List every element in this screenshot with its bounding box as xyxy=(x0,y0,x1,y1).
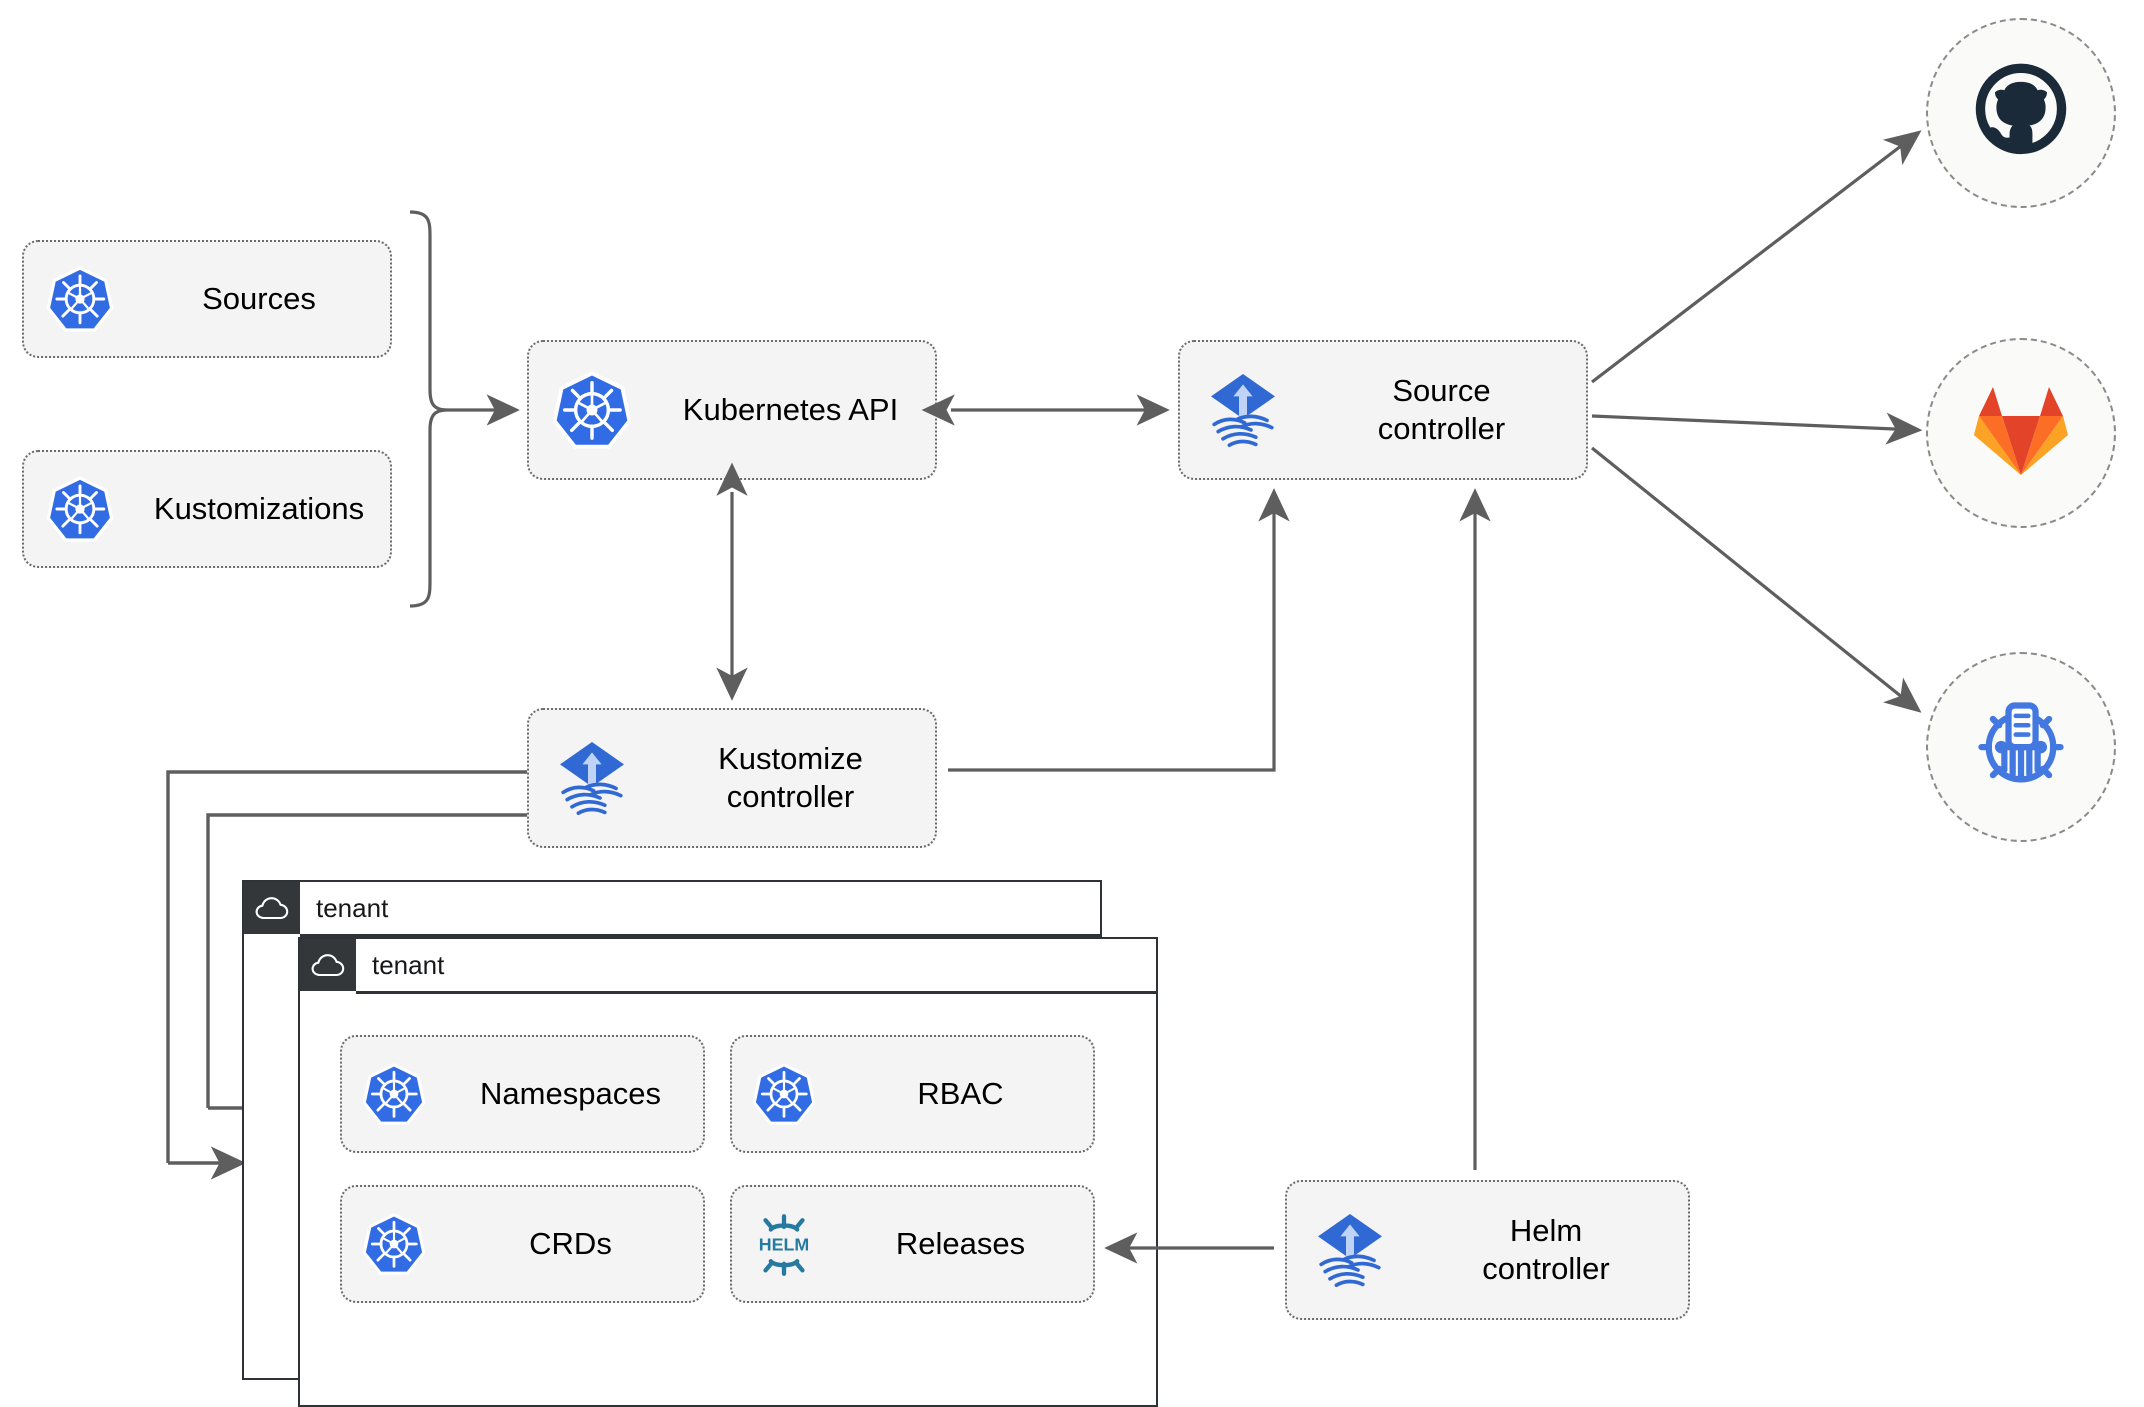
bracket-sources-kustomizations xyxy=(409,210,448,608)
node-sources[interactable]: Sources xyxy=(22,240,392,358)
node-label: Helm controller xyxy=(1482,1213,1610,1286)
tenant-label-inner: tenant xyxy=(372,949,445,980)
helm-icon: HELM xyxy=(732,1211,836,1277)
github-icon xyxy=(1969,59,2073,168)
node-label: Sources xyxy=(202,281,316,317)
tenant-label-outer: tenant xyxy=(316,892,389,923)
node-releases[interactable]: HELM Releases xyxy=(730,1185,1095,1303)
node-label: CRDs xyxy=(529,1226,612,1262)
node-kustomize-controller[interactable]: Kustomize controller xyxy=(527,708,937,848)
kubernetes-icon xyxy=(529,371,654,449)
node-namespaces[interactable]: Namespaces xyxy=(340,1035,705,1153)
node-crds[interactable]: CRDs xyxy=(340,1185,705,1303)
edge-source-controller-to-gitlab xyxy=(1591,412,1923,445)
cloud-icon xyxy=(244,882,300,934)
node-label: Namespaces xyxy=(480,1076,661,1112)
flux-icon xyxy=(1180,370,1305,450)
node-label: Kubernetes API xyxy=(682,392,899,428)
kubernetes-icon xyxy=(342,1213,446,1275)
flux-icon xyxy=(1287,1210,1412,1290)
node-label: RBAC xyxy=(917,1076,1004,1112)
node-label: Releases xyxy=(895,1226,1026,1262)
svg-text:HELM: HELM xyxy=(759,1235,809,1255)
tenant-header-divider xyxy=(300,934,1102,937)
tenant-header-inner: tenant xyxy=(300,939,444,991)
external-service-gitlab[interactable] xyxy=(1926,338,2116,528)
node-label: Kustomizations xyxy=(153,491,365,527)
node-kustomizations[interactable]: Kustomizations xyxy=(22,450,392,568)
node-label: Kustomize controller xyxy=(718,741,863,814)
tenant-header-divider xyxy=(356,991,1158,994)
kubernetes-icon xyxy=(24,476,136,542)
kubernetes-icon xyxy=(732,1063,836,1125)
node-source-controller[interactable]: Source controller xyxy=(1178,340,1588,480)
tenant-header-outer: tenant xyxy=(244,882,388,934)
tenant-container-inner: tenant xyxy=(298,937,1158,1407)
gitlab-icon xyxy=(1971,383,2071,484)
external-service-github[interactable] xyxy=(1926,18,2116,208)
edge-source-controller-to-helm-repository xyxy=(1590,446,1922,713)
helm-repository-icon xyxy=(1969,693,2073,802)
cloud-icon xyxy=(300,939,356,991)
edge-kustomize-to-source-controller xyxy=(948,488,1290,772)
kubernetes-icon xyxy=(24,266,136,332)
node-label: Source controller xyxy=(1377,373,1506,446)
node-kubernetes-api[interactable]: Kubernetes API xyxy=(527,340,937,480)
flux-icon xyxy=(529,738,654,818)
node-helm-controller[interactable]: Helm controller xyxy=(1285,1180,1690,1320)
external-service-helm-repository[interactable] xyxy=(1926,652,2116,842)
kubernetes-icon xyxy=(342,1063,446,1125)
node-rbac[interactable]: RBAC xyxy=(730,1035,1095,1153)
edge-source-controller-to-github xyxy=(1591,130,1922,384)
